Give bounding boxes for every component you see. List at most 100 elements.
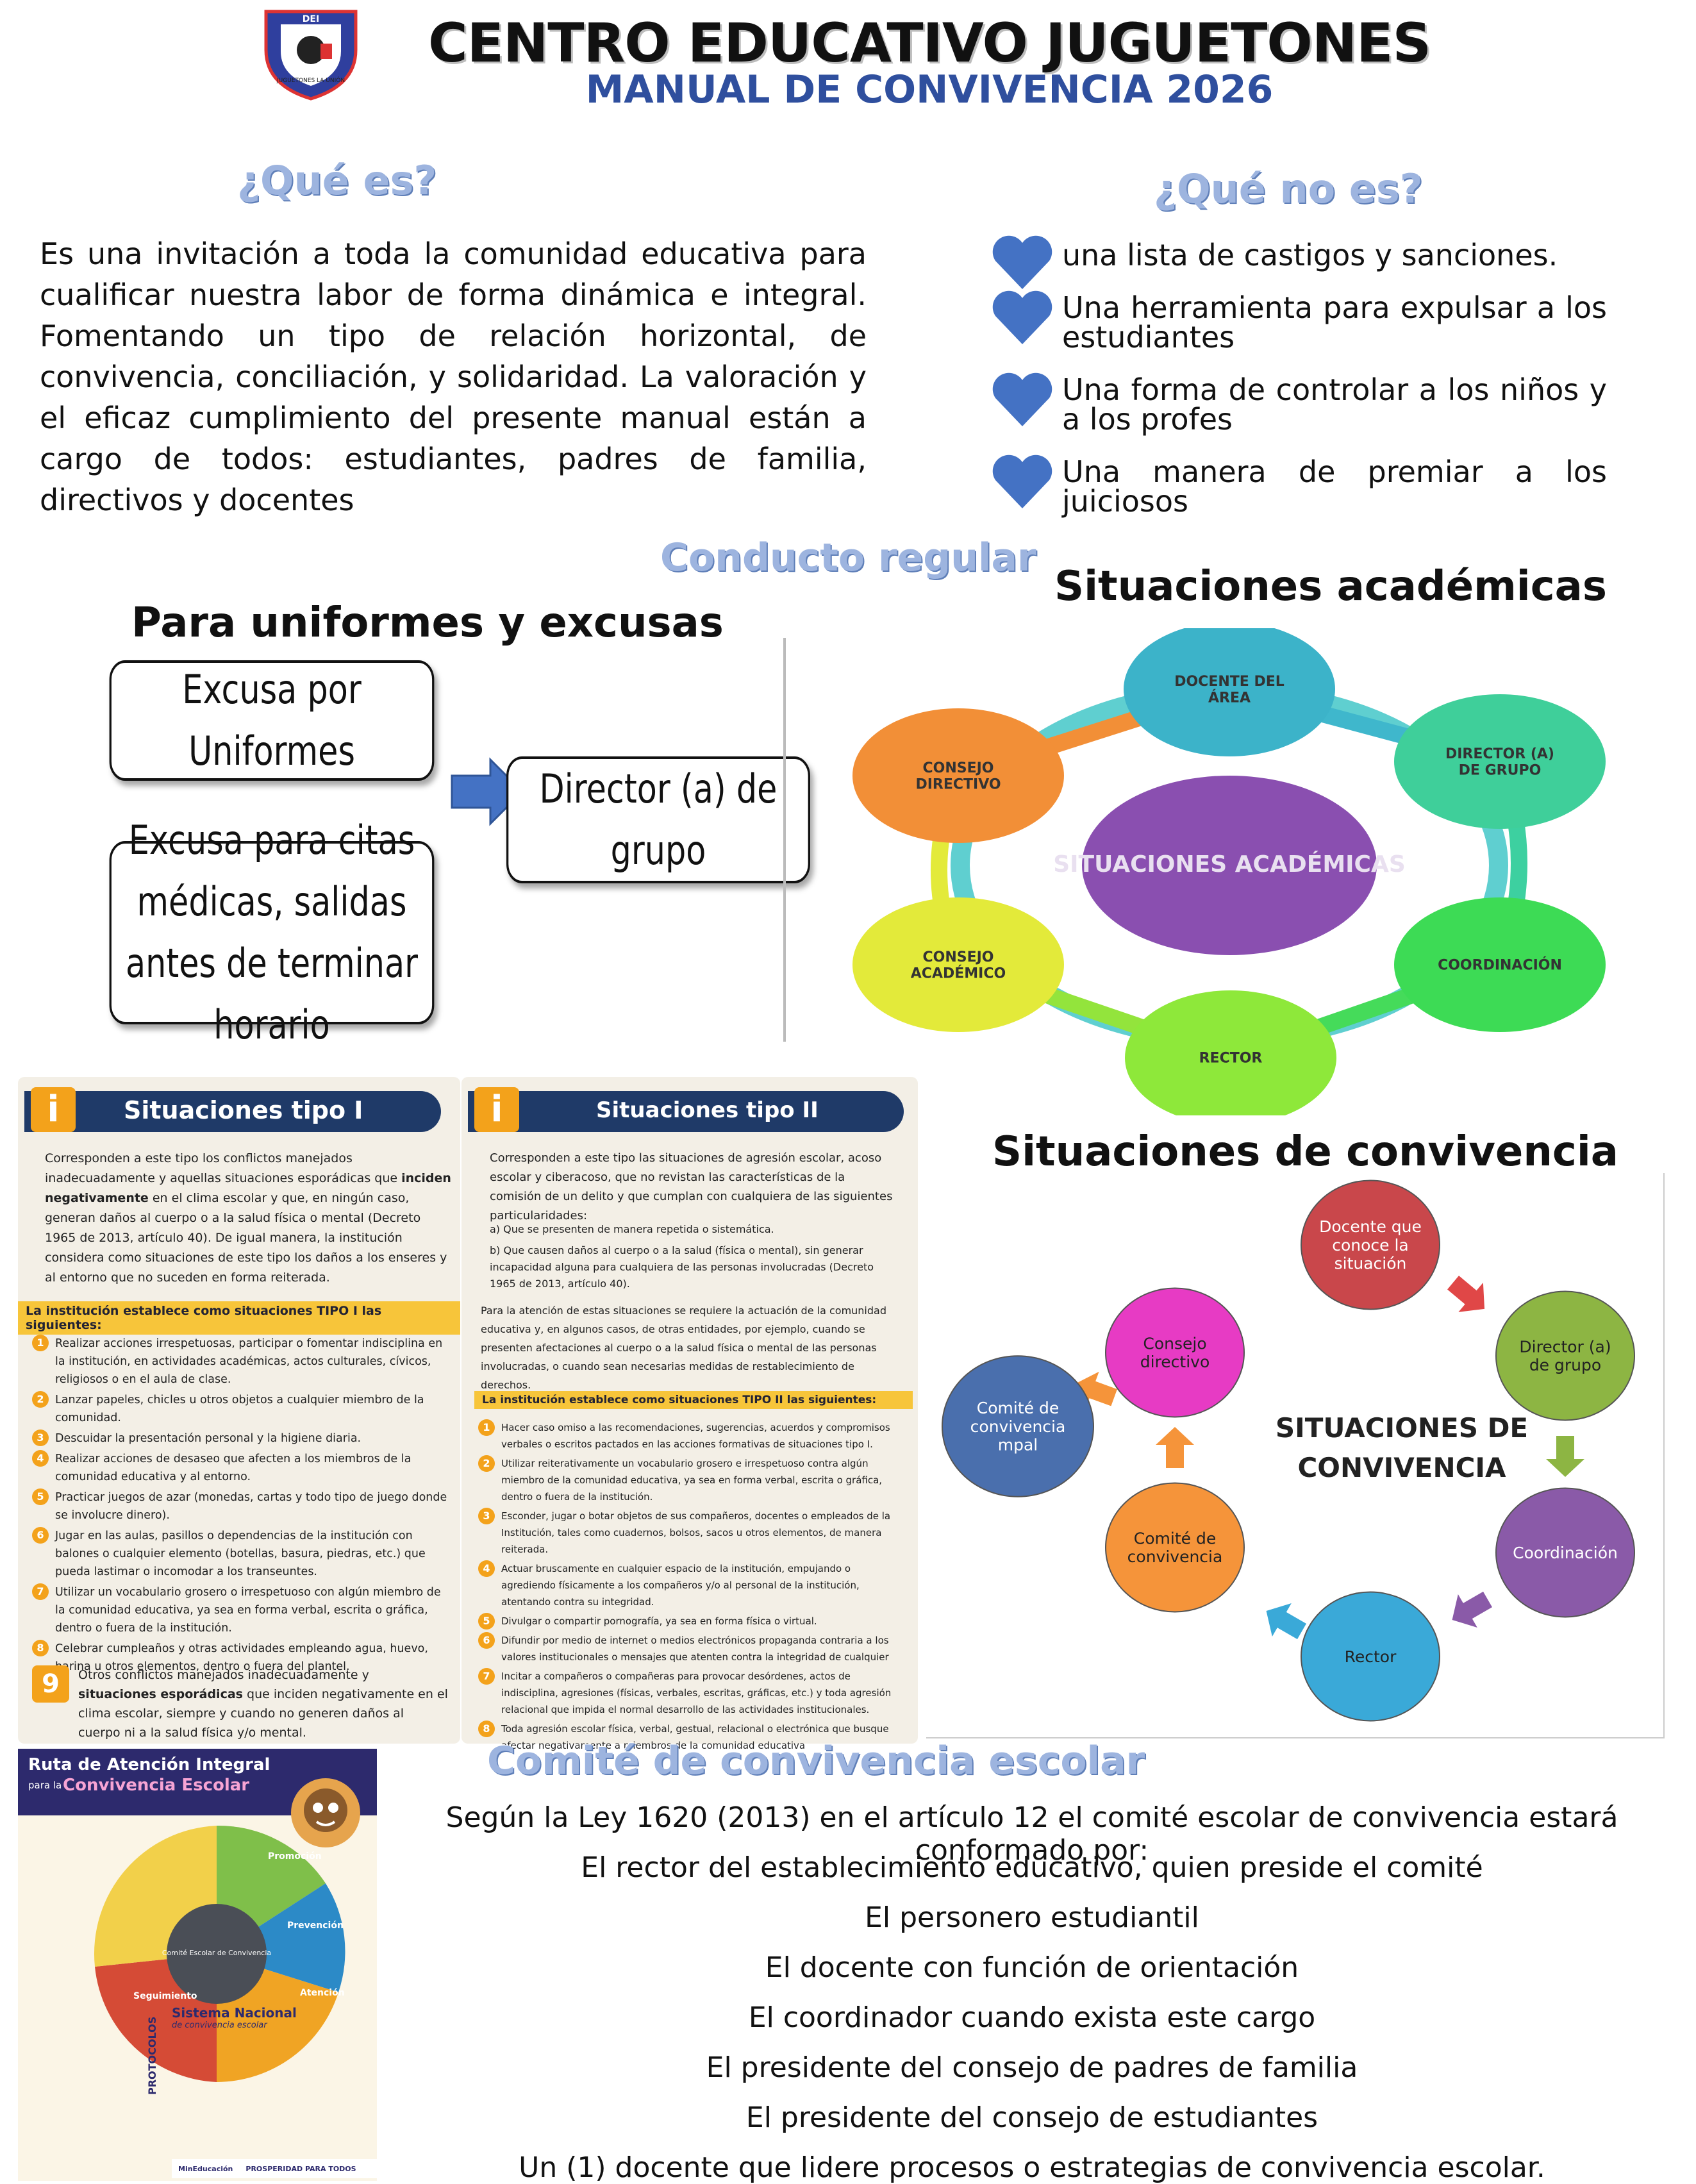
flow-arrow-icon: [1546, 1436, 1584, 1477]
comite-member: El rector del establecimiento educativo,…: [581, 1851, 1483, 1884]
ruta-wheel-svg: Promoción Prevención Atención Seguimient…: [94, 1825, 345, 2082]
situacion-item: 1 Hacer caso omiso a las recomendaciones,…: [478, 1419, 905, 1453]
academicas-center-label: SITUACIONES ACADÉMICAS: [1053, 851, 1406, 878]
que-es-heading: ¿Qué es?: [237, 157, 437, 204]
convivencia-node-label: Consejo: [1143, 1334, 1206, 1353]
que-no-es-item: Una herramienta para expulsar a los estu…: [990, 289, 1618, 371]
academicas-node: [1394, 694, 1606, 829]
convivencia-center-label-1: SITUACIONES DE: [1276, 1412, 1528, 1444]
situacion-item-text: Realizar acciones de desaseo que afecten…: [55, 1453, 412, 1483]
info-icon: i: [474, 1087, 519, 1132]
academicas-node-label: COORDINACIÓN: [1438, 957, 1562, 974]
academicas-node-label: CONSEJO: [922, 949, 993, 965]
situacion-item-text: Lanzar papeles, chicles u otros objetos …: [55, 1394, 424, 1424]
situacion-item: 2 Lanzar papeles, chicles u otros objetos…: [32, 1391, 449, 1427]
ruta-sistema-label: Sistema Nacional de convivencia escolar: [172, 2005, 297, 2030]
convivencia-node: [1495, 1487, 1635, 1618]
kid-avatar-icon: [287, 1774, 364, 1854]
situacion-item-text: Incitar a compañeros o compañeras para p…: [501, 1671, 892, 1715]
ruta-infographic: Ruta de Atención Integral para la Conviv…: [18, 1749, 377, 2181]
situacion-item-text: Utilizar un vocabulario grosero o irresp…: [55, 1586, 441, 1635]
situacion-item: 5 Divulgar o compartir pornografía, ya se…: [478, 1613, 905, 1630]
academicas-cycle-svg: SITUACIONES ACADÉMICAS DOCENTE DELÁREADI…: [852, 622, 1606, 1125]
uniformes-heading: Para uniformes y excusas: [131, 599, 724, 647]
ruta-footer-a: MinEducación: [178, 2164, 233, 2173]
situacion-item-text: Hacer caso omiso a las recomendaciones, …: [501, 1422, 890, 1450]
tipo1-band: La institución establece como situacione…: [18, 1301, 460, 1335]
academicas-node-label: ÁREA: [1208, 689, 1251, 706]
comite-member: El presidente del consejo de estudiantes: [745, 2101, 1318, 2134]
logo-bottom-text: JUGUETONES LA UNIÓN: [276, 76, 345, 84]
tipo1-banner: i Situaciones tipo I: [24, 1087, 441, 1132]
heart-icon: [990, 453, 1054, 515]
comite-member: El personero estudiantil: [865, 1901, 1199, 1934]
item-number-icon: 1: [478, 1419, 495, 1436]
convivencia-cycle-svg: SITUACIONES DE CONVIVENCIA Docente queco…: [942, 1180, 1635, 1722]
item-number-icon: 6: [32, 1527, 49, 1544]
ruta-segment-label: Atención: [300, 1988, 345, 1998]
tipo1-item9: 9 Otros conflictos manejados inadecuadam…: [32, 1665, 449, 1742]
convivencia-node-label: Comité de: [1134, 1529, 1216, 1547]
que-no-es-heading: ¿Qué no es?: [1154, 165, 1423, 212]
comite-member: El docente con función de orientación: [765, 1951, 1299, 1984]
tipo2-cond-a: a) Que se presenten de manera repetida o…: [490, 1223, 774, 1235]
comite-member: El coordinador cuando exista este cargo: [748, 2001, 1316, 2034]
item-number-icon: 4: [32, 1450, 49, 1467]
convivencia-node-label: Docente que: [1319, 1217, 1422, 1236]
item-number-icon: 3: [32, 1430, 49, 1446]
convivencia-node: [1105, 1482, 1245, 1613]
convivencia-node-label: Coordinación: [1513, 1544, 1618, 1562]
convivencia-node: [942, 1355, 1094, 1497]
que-no-es-item: una lista de castigos y sanciones.: [990, 234, 1618, 289]
logo-top-text: DEI: [303, 14, 319, 24]
convivencia-node-label: convivencia: [970, 1417, 1066, 1436]
convivencia-heading: Situaciones de convivencia: [992, 1128, 1618, 1176]
convivencia-node: [1105, 1287, 1245, 1418]
item-number-icon: 5: [478, 1613, 495, 1630]
right-arrow-icon: [449, 756, 526, 829]
que-es-text: Es una invitación a toda la comunidad ed…: [40, 237, 867, 517]
heart-icon: [990, 234, 1054, 296]
convivencia-node: [1495, 1290, 1635, 1421]
academicas-node-label: RECTOR: [1199, 1051, 1263, 1067]
ruta-title-c: Convivencia Escolar: [63, 1776, 250, 1795]
item-number-icon: 1: [32, 1335, 49, 1351]
item-number-icon: 2: [32, 1391, 49, 1408]
convivencia-node-label: de grupo: [1529, 1356, 1601, 1374]
excusa-citas-box: Excusa para citas médicas, salidas antes…: [109, 817, 435, 1048]
convivencia-node-label: Rector: [1345, 1647, 1397, 1666]
academicas-node: [1394, 897, 1606, 1032]
comite-member: El presidente del consejo de padres de f…: [706, 2051, 1358, 2084]
tipo2-card: i Situaciones tipo II Corresponden a est…: [461, 1077, 918, 1751]
excusa-uniformes-box: Excusa por Uniformes: [109, 660, 435, 781]
conducto-regular-heading: Conducto regular: [660, 535, 1036, 580]
ruta-segment-label: Promoción: [268, 1851, 322, 1862]
situacion-item-text: Utilizar reiterativamente un vocabulario…: [501, 1458, 883, 1503]
comite-heading: Comité de convivencia escolar: [487, 1738, 1145, 1783]
tipo2-band: La institución establece como situacione…: [474, 1391, 913, 1409]
que-no-es-item: Una manera de premiar a los juiciosos: [990, 453, 1618, 535]
flow-arrow-icon: [1447, 1275, 1485, 1312]
item-number-icon: 3: [478, 1508, 495, 1524]
item-number-icon: 7: [478, 1668, 495, 1685]
comite-intro: Según la Ley 1620 (2013) en el artículo …: [445, 1801, 1618, 1867]
situacion-item-text: Celebrar cumpleaños y otras actividades …: [55, 1642, 428, 1673]
academicas-node-label: DOCENTE DEL: [1174, 674, 1284, 690]
ruta-center-label: Comité Escolar de Convivencia: [162, 1949, 271, 1957]
academicas-node-label: DE GRUPO: [1459, 762, 1542, 778]
ruta-segment-label: Prevención: [287, 1921, 344, 1931]
academicas-node: [1124, 622, 1335, 756]
convivencia-node: [1301, 1180, 1440, 1310]
situacion-item-text: Divulgar o compartir pornografía, ya sea…: [501, 1615, 817, 1627]
academicas-node: [1125, 990, 1336, 1125]
heart-icon: [990, 371, 1054, 433]
academicas-node-label: ACADÉMICO: [911, 965, 1006, 981]
situacion-item-text: Difundir por medio de internet o medios …: [501, 1635, 889, 1663]
school-logo: DEI JUGUETONES LA UNIÓN: [256, 5, 365, 101]
